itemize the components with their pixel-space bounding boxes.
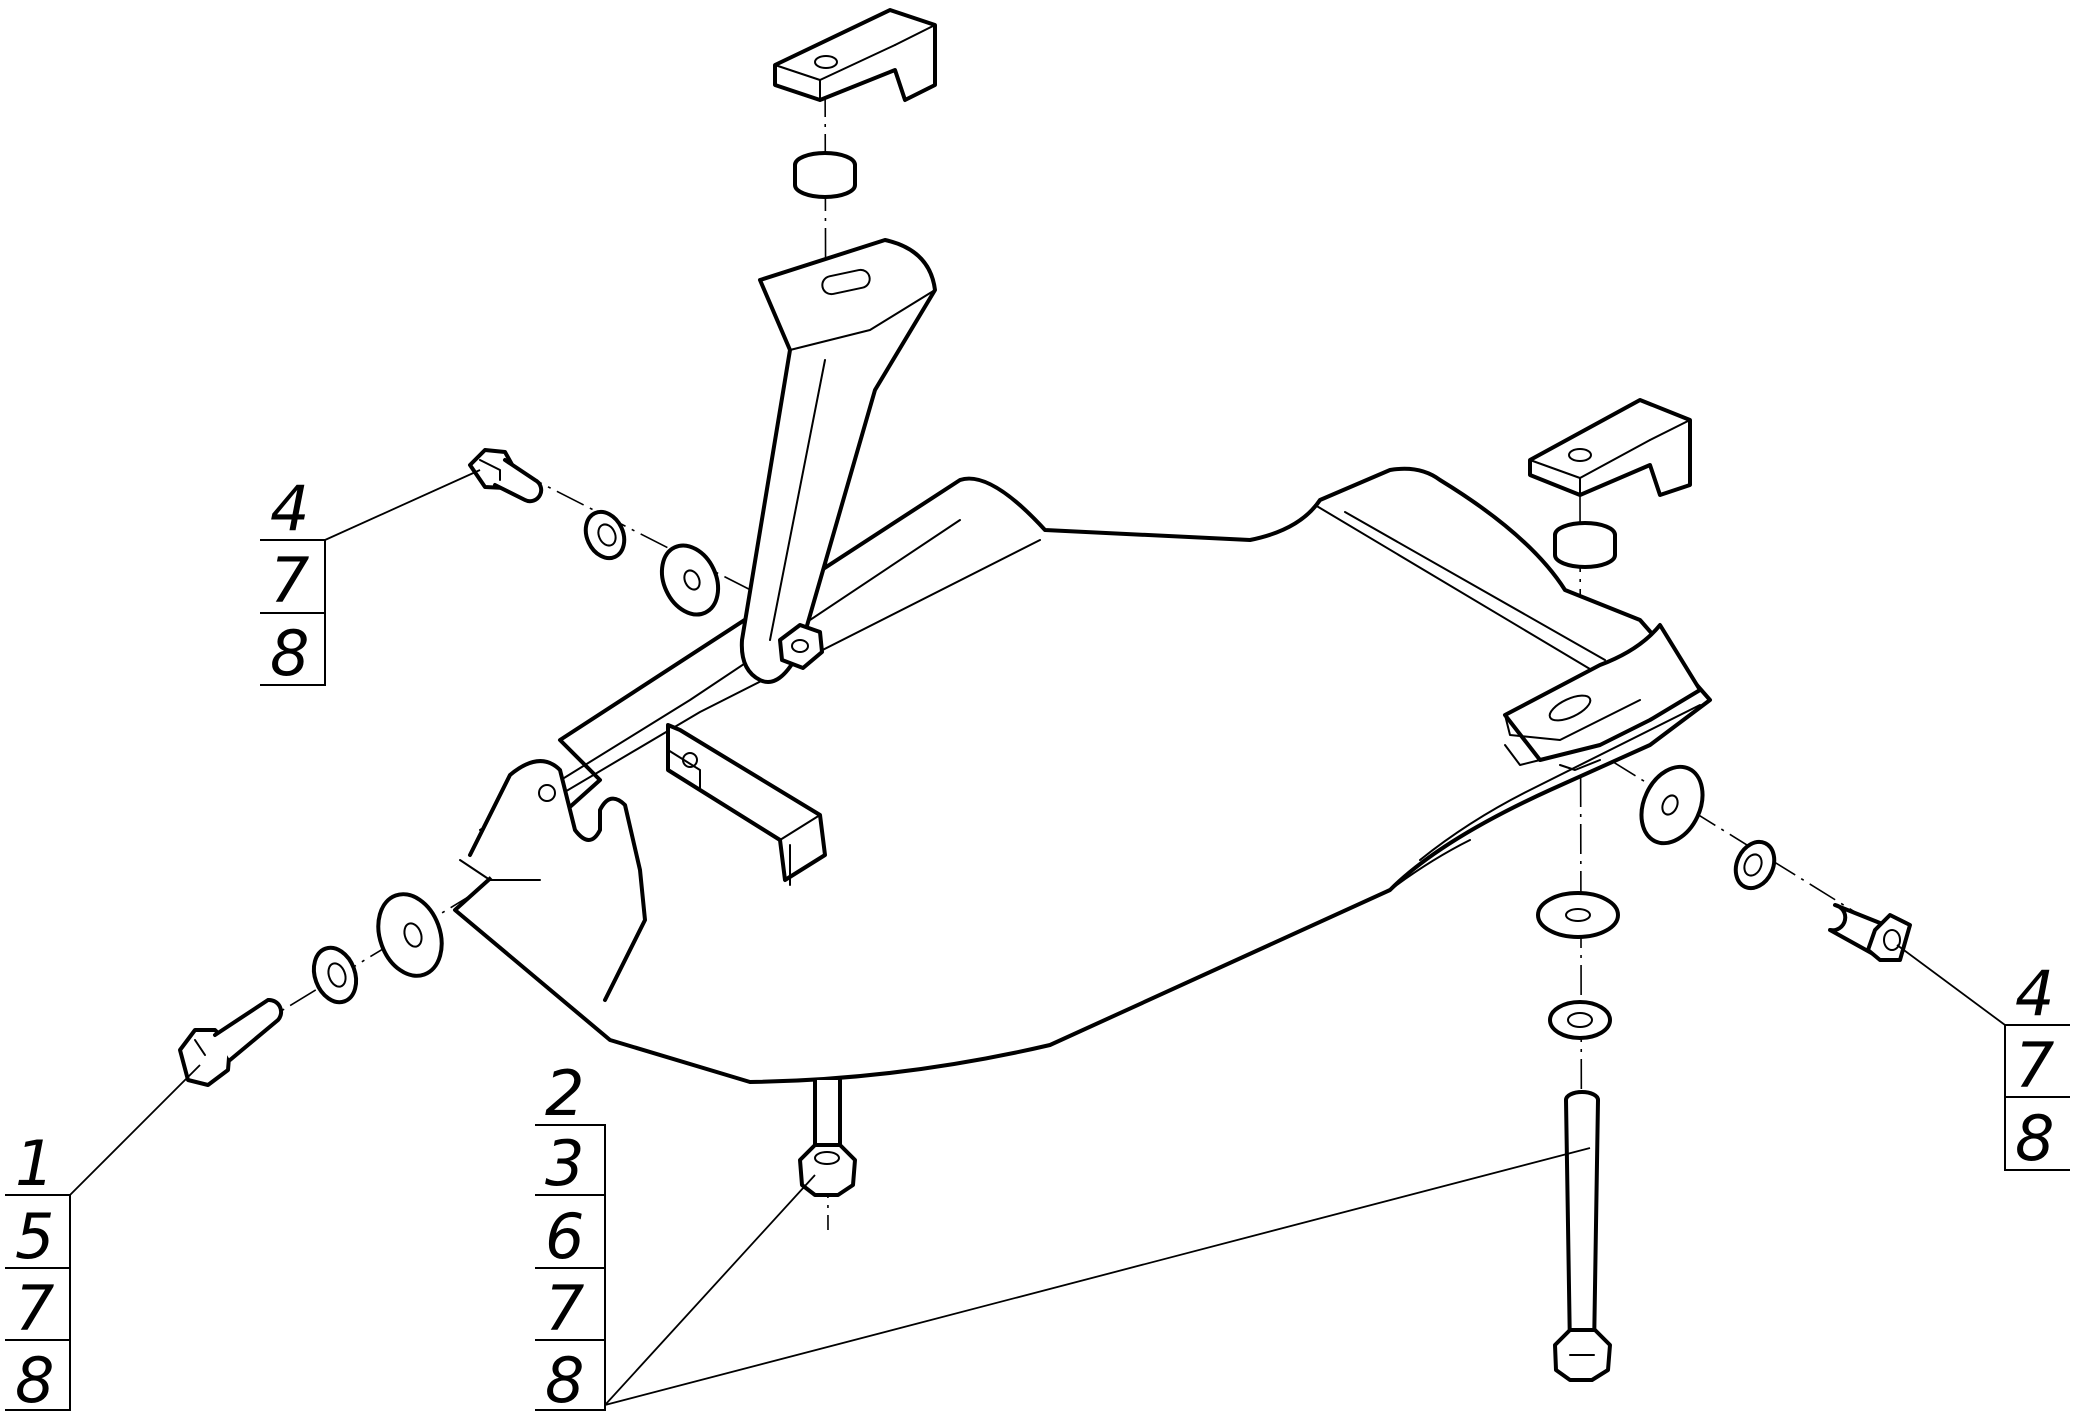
- leader-lines: [69, 469, 2006, 1406]
- top-l-bracket-right: [1528, 398, 1692, 497]
- bushing-right: [1553, 521, 1617, 569]
- washer-spring-bottom-left: [311, 945, 359, 1005]
- callout-top-left-item-2: 7: [270, 544, 309, 617]
- callout-right-item-1: 4: [2015, 957, 2054, 1030]
- callout-bottom-left: 1 5 7 8: [5, 1127, 71, 1417]
- callout-right-item-2: 7: [2015, 1029, 2054, 1102]
- washer-spring-top-left: [583, 509, 627, 561]
- washer-spring-lower-right: [1548, 1000, 1612, 1040]
- top-l-bracket-left: [773, 8, 937, 102]
- callout-bottom-center-item-5: 8: [545, 1344, 584, 1417]
- skid-plate: [453, 466, 1712, 1084]
- bolt-right: [1828, 903, 1912, 962]
- callout-bottom-center-item-1: 2: [545, 1057, 584, 1130]
- washer-flat-lower-right: [1536, 891, 1620, 939]
- washer-flat-bottom-left: [376, 892, 444, 978]
- callout-top-left-item-3: 8: [270, 617, 309, 690]
- long-bolt-right: [1553, 1090, 1612, 1382]
- callout-top-left-item-1: 4: [270, 472, 309, 545]
- callout-right-item-3: 8: [2015, 1102, 2054, 1175]
- callout-bottom-center-item-3: 6: [545, 1200, 584, 1273]
- callout-bottom-center-item-2: 3: [545, 1127, 584, 1200]
- washer-spring-right: [1733, 839, 1777, 891]
- callout-bottom-left-item-4: 8: [15, 1344, 54, 1417]
- bolt-top-left: [468, 448, 544, 504]
- washer-flat-right: [1639, 764, 1705, 846]
- bolt-bottom-left: [178, 997, 284, 1087]
- callout-bottom-center: 2 3 6 7 8: [535, 1057, 606, 1417]
- callout-bottom-left-item-1: 1: [15, 1127, 54, 1200]
- callout-bottom-center-item-4: 7: [545, 1272, 584, 1345]
- callout-bottom-left-item-2: 5: [15, 1200, 54, 1273]
- callout-top-left: 4 7 8: [260, 472, 326, 690]
- callout-bottom-left-item-3: 7: [15, 1272, 54, 1345]
- bushing-top: [793, 151, 857, 199]
- washer-flat-top-left: [659, 543, 721, 617]
- stud-center: [798, 1078, 857, 1197]
- strut-bracket: [739, 238, 937, 684]
- callout-right: 4 7 8: [2004, 957, 2070, 1175]
